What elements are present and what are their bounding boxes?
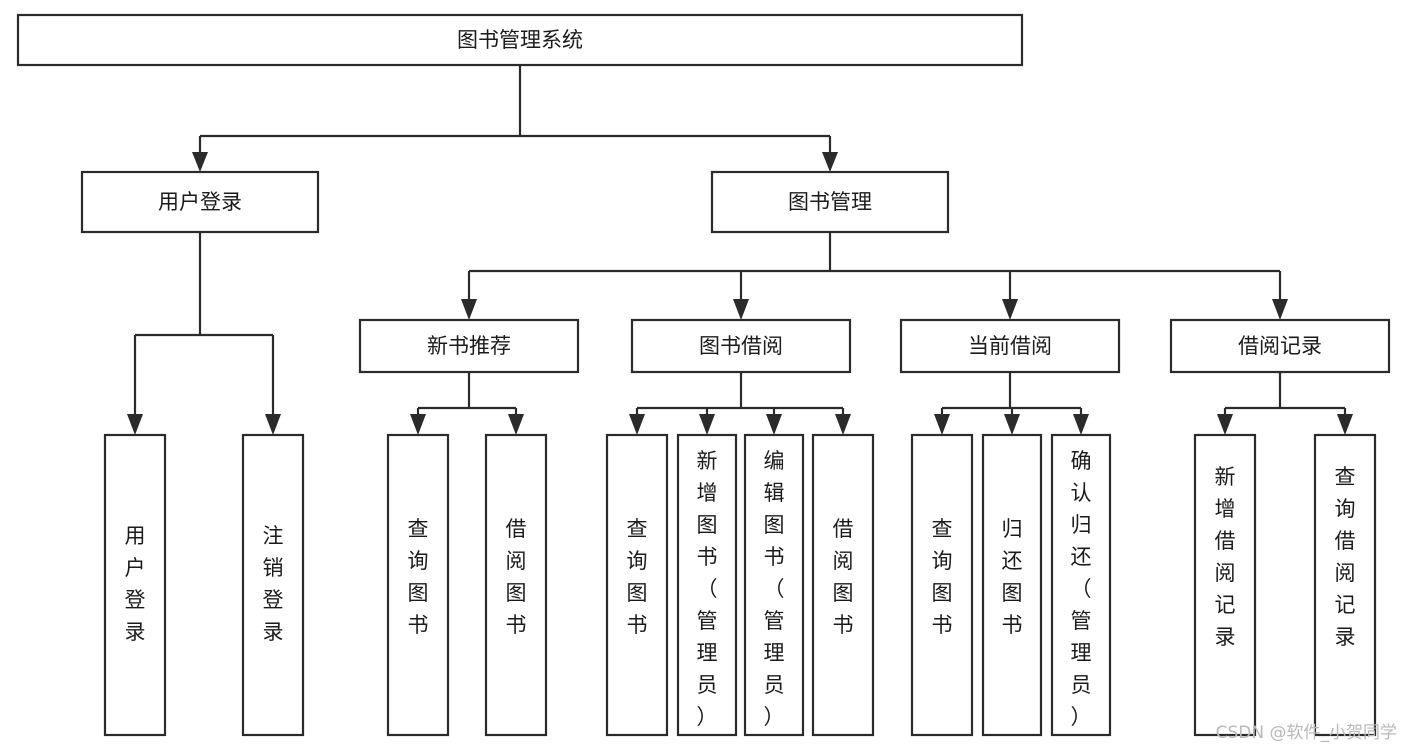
node-book-borrow-box[interactable] xyxy=(630,318,852,374)
node-current-borrow-box[interactable] xyxy=(899,318,1121,374)
node-borrow-record[interactable]: 借阅记录 xyxy=(1169,318,1391,374)
arrow-leaf-borrow-book-b xyxy=(835,414,851,435)
node-leaf-query-book-b[interactable]: 查询图书 xyxy=(605,433,669,737)
node-leaf-add-book-label: 新增图书（管理员） xyxy=(697,449,718,729)
node-leaf-return-book-label: 归还图书 xyxy=(1002,517,1023,637)
arrow-leaf-query-book-b xyxy=(629,414,645,435)
node-leaf-query-book-a[interactable]: 查询图书 xyxy=(386,433,450,737)
arrow-leaf-add-record xyxy=(1217,414,1233,435)
connector-layer xyxy=(127,65,1353,435)
arrow-leaf-return-book xyxy=(1004,414,1020,435)
node-book-borrow-label: 图书借阅 xyxy=(699,334,783,358)
arrow-leaf-query-book-a xyxy=(410,414,426,435)
node-user-login-label: 用户登录 xyxy=(158,190,242,214)
node-leaf-query-borrow-record-label: 查询借阅记录 xyxy=(1335,465,1356,649)
node-current-borrow[interactable]: 当前借阅 xyxy=(899,318,1121,374)
node-root-label: 图书管理系统 xyxy=(457,28,583,52)
node-leaf-query-borrow-record[interactable]: 查询借阅记录 xyxy=(1313,433,1377,737)
arrow-leaf-query-book-c xyxy=(934,414,950,435)
node-new-book-recommend-box[interactable] xyxy=(358,318,580,374)
node-leaf-logout-login-label: 注销登录 xyxy=(263,524,284,644)
node-book-management-box[interactable] xyxy=(710,170,950,234)
node-leaf-add-borrow-record-box[interactable] xyxy=(1193,433,1257,737)
node-leaf-confirm-return[interactable]: 确认归还（管理员） xyxy=(1050,433,1112,737)
node-leaf-query-book-c-box[interactable] xyxy=(910,433,974,737)
node-leaf-query-borrow-record-box[interactable] xyxy=(1313,433,1377,737)
node-leaf-add-borrow-record[interactable]: 新增借阅记录 xyxy=(1193,433,1257,737)
node-leaf-logout-login-box[interactable] xyxy=(241,433,305,737)
node-leaf-borrow-book-a-box[interactable] xyxy=(484,433,548,737)
node-leaf-query-book-c[interactable]: 查询图书 xyxy=(910,433,974,737)
node-root-box[interactable] xyxy=(16,13,1024,67)
node-borrow-record-box[interactable] xyxy=(1169,318,1391,374)
node-leaf-query-book-a-label: 查询图书 xyxy=(408,517,429,637)
node-leaf-query-book-b-box[interactable] xyxy=(605,433,669,737)
node-leaf-edit-book-label: 编辑图书（管理员） xyxy=(764,449,785,729)
node-leaf-borrow-book-a-label: 借阅图书 xyxy=(506,517,527,637)
node-leaf-add-book-box[interactable] xyxy=(676,433,738,737)
node-leaf-return-book-box[interactable] xyxy=(981,433,1043,737)
node-root[interactable]: 图书管理系统 xyxy=(16,13,1024,67)
node-leaf-query-book-c-label: 查询图书 xyxy=(932,517,953,637)
arrow-leaf-user-login xyxy=(127,414,143,435)
node-leaf-confirm-return-label: 确认归还（管理员） xyxy=(1071,449,1092,729)
arrow-to-book-mgmt xyxy=(822,152,838,172)
node-leaf-borrow-book-b[interactable]: 借阅图书 xyxy=(811,433,875,737)
node-borrow-record-label: 借阅记录 xyxy=(1238,334,1322,358)
arrow-to-user-login xyxy=(192,152,208,172)
arrow-to-book-borrow xyxy=(733,299,749,320)
arrow-leaf-logout-login xyxy=(265,414,281,435)
node-leaf-query-book-a-box[interactable] xyxy=(386,433,450,737)
node-new-book-recommend-label: 新书推荐 xyxy=(427,334,511,358)
arrow-to-borrow-record xyxy=(1272,299,1288,320)
arrow-to-current-borrow xyxy=(1002,299,1018,320)
arrow-leaf-confirm-return xyxy=(1073,414,1089,435)
node-leaf-edit-book-box[interactable] xyxy=(743,433,805,737)
node-book-management[interactable]: 图书管理 xyxy=(710,170,950,234)
node-leaf-borrow-book-b-box[interactable] xyxy=(811,433,875,737)
arrow-leaf-edit-book xyxy=(766,414,782,435)
node-leaf-user-login-box[interactable] xyxy=(103,433,167,737)
node-leaf-return-book[interactable]: 归还图书 xyxy=(981,433,1043,737)
node-leaf-add-borrow-record-label: 新增借阅记录 xyxy=(1215,465,1236,649)
watermark-credit: CSDN @软件_小贺同学 xyxy=(1215,723,1397,743)
node-user-login-box[interactable] xyxy=(80,170,320,234)
node-leaf-user-login[interactable]: 用户登录 xyxy=(103,433,167,737)
arrow-to-new-book-rec xyxy=(461,299,477,320)
node-book-borrow[interactable]: 图书借阅 xyxy=(630,318,852,374)
node-new-book-recommend[interactable]: 新书推荐 xyxy=(358,318,580,374)
node-leaf-confirm-return-box[interactable] xyxy=(1050,433,1112,737)
arrow-leaf-borrow-book-a xyxy=(508,414,524,435)
node-current-borrow-label: 当前借阅 xyxy=(968,334,1052,358)
node-leaf-query-book-b-label: 查询图书 xyxy=(627,517,648,637)
node-leaf-add-book[interactable]: 新增图书（管理员） xyxy=(676,433,738,737)
node-leaf-borrow-book-b-label: 借阅图书 xyxy=(833,517,854,637)
node-leaf-borrow-book-a[interactable]: 借阅图书 xyxy=(484,433,548,737)
node-user-login[interactable]: 用户登录 xyxy=(80,170,320,234)
node-leaf-edit-book[interactable]: 编辑图书（管理员） xyxy=(743,433,805,737)
node-book-management-label: 图书管理 xyxy=(788,190,872,214)
node-leaf-user-login-label: 用户登录 xyxy=(125,524,146,644)
node-leaf-logout-login[interactable]: 注销登录 xyxy=(241,433,305,737)
arrow-leaf-add-book xyxy=(699,414,715,435)
arrow-leaf-query-record xyxy=(1337,414,1353,435)
